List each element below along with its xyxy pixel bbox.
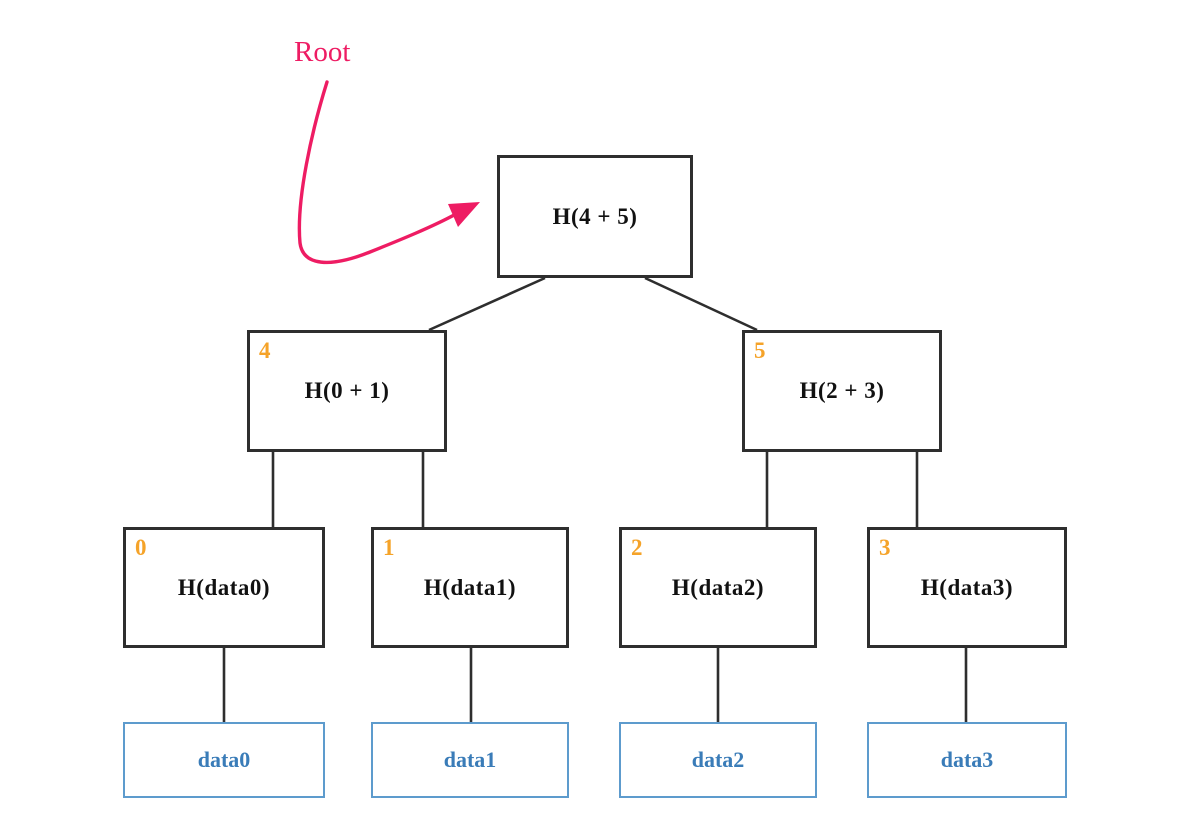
- root-pointer-arrow: [297, 80, 458, 265]
- node-index-badge: 2: [631, 535, 643, 560]
- node-index-badge: 5: [754, 338, 766, 363]
- node-index-badge: 0: [135, 535, 147, 560]
- node-label: H(data2): [671, 574, 765, 600]
- data-block-0: data0: [123, 722, 325, 798]
- data-block-label: data3: [940, 747, 994, 772]
- node-label: H(data1): [423, 574, 517, 600]
- node-index-badge: 3: [879, 535, 891, 560]
- root-pointer-arrowhead: [448, 202, 480, 227]
- data-block-label: data0: [197, 747, 251, 772]
- node-index-badge: 4: [259, 338, 271, 363]
- node-leaf-hash-2: 2 H(data2): [619, 527, 817, 648]
- node-label: H(data0): [177, 574, 271, 600]
- node-index-badge: 1: [383, 535, 395, 560]
- data-block-1: data1: [371, 722, 569, 798]
- node-internal-hash-5: 5 H(2 + 3): [742, 330, 942, 452]
- root-pointer-label: Root: [294, 36, 351, 68]
- edge-root-to-left-child: [428, 276, 546, 332]
- node-label: H(4 + 5): [552, 203, 638, 229]
- data-block-label: data2: [691, 747, 745, 772]
- node-leaf-hash-1: 1 H(data1): [371, 527, 569, 648]
- node-label: H(0 + 1): [304, 378, 390, 403]
- data-block-label: data1: [443, 747, 497, 772]
- data-block-3: data3: [867, 722, 1067, 798]
- node-leaf-hash-3: 3 H(data3): [867, 527, 1067, 648]
- node-label: H(2 + 3): [799, 378, 885, 403]
- data-block-2: data2: [619, 722, 817, 798]
- node-label: H(data3): [920, 574, 1014, 600]
- edge-root-to-right-child: [644, 276, 758, 332]
- node-root-hash: H(4 + 5): [497, 155, 693, 278]
- node-internal-hash-4: 4 H(0 + 1): [247, 330, 447, 452]
- node-leaf-hash-0: 0 H(data0): [123, 527, 325, 648]
